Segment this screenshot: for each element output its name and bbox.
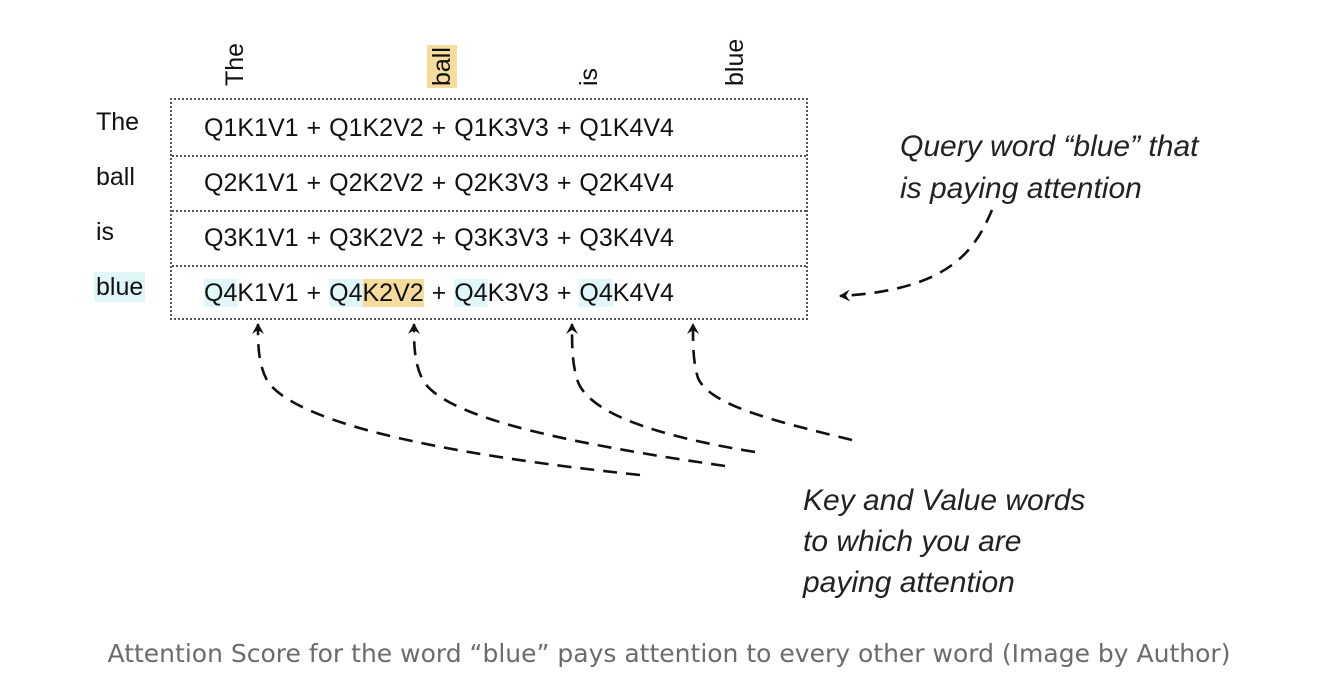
plus-sign: + bbox=[306, 279, 322, 307]
query-part: Q3 bbox=[204, 224, 238, 252]
key-value-part: K1V1 bbox=[237, 279, 299, 307]
plus-sign: + bbox=[556, 114, 572, 142]
plus-sign: + bbox=[431, 224, 447, 252]
term: Q3K2V2 bbox=[329, 224, 424, 252]
plus-sign: + bbox=[306, 169, 322, 197]
term: Q2K3V3 bbox=[454, 169, 549, 197]
key-value-part: K1V1 bbox=[237, 169, 299, 197]
term: Q3K1V1 bbox=[204, 224, 299, 252]
row-expression: Q3K1V1+Q3K2V2+Q3K3V3+Q3K4V4 bbox=[204, 222, 674, 254]
query-part: Q1 bbox=[579, 114, 613, 142]
query-part: Q2 bbox=[329, 169, 363, 197]
attention-diagram: The ball is blue The ball is blue Q1K1V1… bbox=[94, 39, 1199, 599]
query-part: Q3 bbox=[454, 224, 488, 252]
figure-caption: Attention Score for the word “blue” pays… bbox=[107, 639, 1231, 668]
query-part: Q3 bbox=[329, 224, 363, 252]
query-annotation: Query word “blue” that is paying attenti… bbox=[900, 130, 1199, 205]
key-value-part: K3V3 bbox=[487, 169, 549, 197]
query-part: Q4 bbox=[454, 279, 488, 307]
matrix-row-2: Q2K1V1+Q2K2V2+Q2K3V3+Q2K4V4 bbox=[172, 155, 806, 210]
plus-sign: + bbox=[431, 114, 447, 142]
term: Q1K2V2 bbox=[329, 114, 424, 142]
row-label-is: is bbox=[96, 218, 115, 246]
term: Q2K2V2 bbox=[329, 169, 424, 197]
term: Q1K1V1 bbox=[204, 114, 299, 142]
term: Q1K3V3 bbox=[454, 114, 549, 142]
query-part: Q4 bbox=[579, 279, 613, 307]
term: Q4K3V3 bbox=[454, 279, 549, 307]
key-value-part: K2V2 bbox=[362, 224, 424, 252]
key-value-part: K3V3 bbox=[487, 114, 549, 142]
row-expression: Q4K1V1+Q4K2V2+Q4K3V3+Q4K4V4 bbox=[204, 277, 674, 309]
key-value-part: K2V2 bbox=[362, 169, 424, 197]
attention-matrix: Q1K1V1+Q1K2V2+Q1K3V3+Q1K4V4 Q2K1V1+Q2K2V… bbox=[170, 98, 808, 320]
query-part: Q2 bbox=[204, 169, 238, 197]
plus-sign: + bbox=[431, 169, 447, 197]
plus-sign: + bbox=[306, 224, 322, 252]
matrix-row-3: Q3K1V1+Q3K2V2+Q3K3V3+Q3K4V4 bbox=[172, 210, 806, 265]
term: Q4K4V4 bbox=[579, 279, 674, 307]
query-part: Q2 bbox=[454, 169, 488, 197]
query-part: Q1 bbox=[329, 114, 363, 142]
key-value-annotation: Key and Value words to which you are pay… bbox=[803, 484, 1086, 599]
term: Q3K4V4 bbox=[579, 224, 674, 252]
query-part: Q1 bbox=[204, 114, 238, 142]
term: Q2K4V4 bbox=[579, 169, 674, 197]
row-label-blue: blue bbox=[94, 272, 146, 302]
key-value-part: K1V1 bbox=[237, 224, 299, 252]
query-part: Q4 bbox=[329, 279, 363, 307]
matrix-row-4: Q4K1V1+Q4K2V2+Q4K3V3+Q4K4V4 bbox=[172, 265, 806, 320]
query-part: Q3 bbox=[579, 224, 613, 252]
kv-arrow-4 bbox=[687, 323, 853, 442]
key-value-part: K4V4 bbox=[612, 114, 674, 142]
kv-arrow-1 bbox=[252, 323, 641, 477]
key-value-part: K2V2 bbox=[362, 114, 424, 142]
term: Q1K4V4 bbox=[579, 114, 674, 142]
key-value-part: K3V3 bbox=[487, 279, 549, 307]
plus-sign: + bbox=[306, 114, 322, 142]
kv-arrow-2 bbox=[408, 323, 726, 468]
plus-sign: + bbox=[556, 279, 572, 307]
query-part: Q1 bbox=[454, 114, 488, 142]
row-label-ball: ball bbox=[96, 163, 135, 191]
key-value-part: K2V2 bbox=[362, 279, 424, 307]
term: Q2K1V1 bbox=[204, 169, 299, 197]
row-label-the: The bbox=[96, 108, 140, 136]
kv-arrow-3 bbox=[566, 323, 756, 454]
term: Q3K3V3 bbox=[454, 224, 549, 252]
row-expression: Q2K1V1+Q2K2V2+Q2K3V3+Q2K4V4 bbox=[204, 167, 674, 199]
plus-sign: + bbox=[431, 279, 447, 307]
key-value-part: K4V4 bbox=[612, 169, 674, 197]
term: Q4K2V2 bbox=[329, 279, 424, 307]
key-value-part: K4V4 bbox=[612, 279, 674, 307]
query-arrow bbox=[839, 209, 994, 302]
row-expression: Q1K1V1+Q1K2V2+Q1K3V3+Q1K4V4 bbox=[204, 112, 674, 144]
query-part: Q2 bbox=[579, 169, 613, 197]
plus-sign: + bbox=[556, 169, 572, 197]
key-value-part: K3V3 bbox=[487, 224, 549, 252]
plus-sign: + bbox=[556, 224, 572, 252]
key-value-part: K4V4 bbox=[612, 224, 674, 252]
matrix-row-1: Q1K1V1+Q1K2V2+Q1K3V3+Q1K4V4 bbox=[172, 100, 806, 155]
query-part: Q4 bbox=[204, 279, 238, 307]
dashed-arrows bbox=[252, 209, 994, 477]
key-value-part: K1V1 bbox=[237, 114, 299, 142]
term: Q4K1V1 bbox=[204, 279, 299, 307]
